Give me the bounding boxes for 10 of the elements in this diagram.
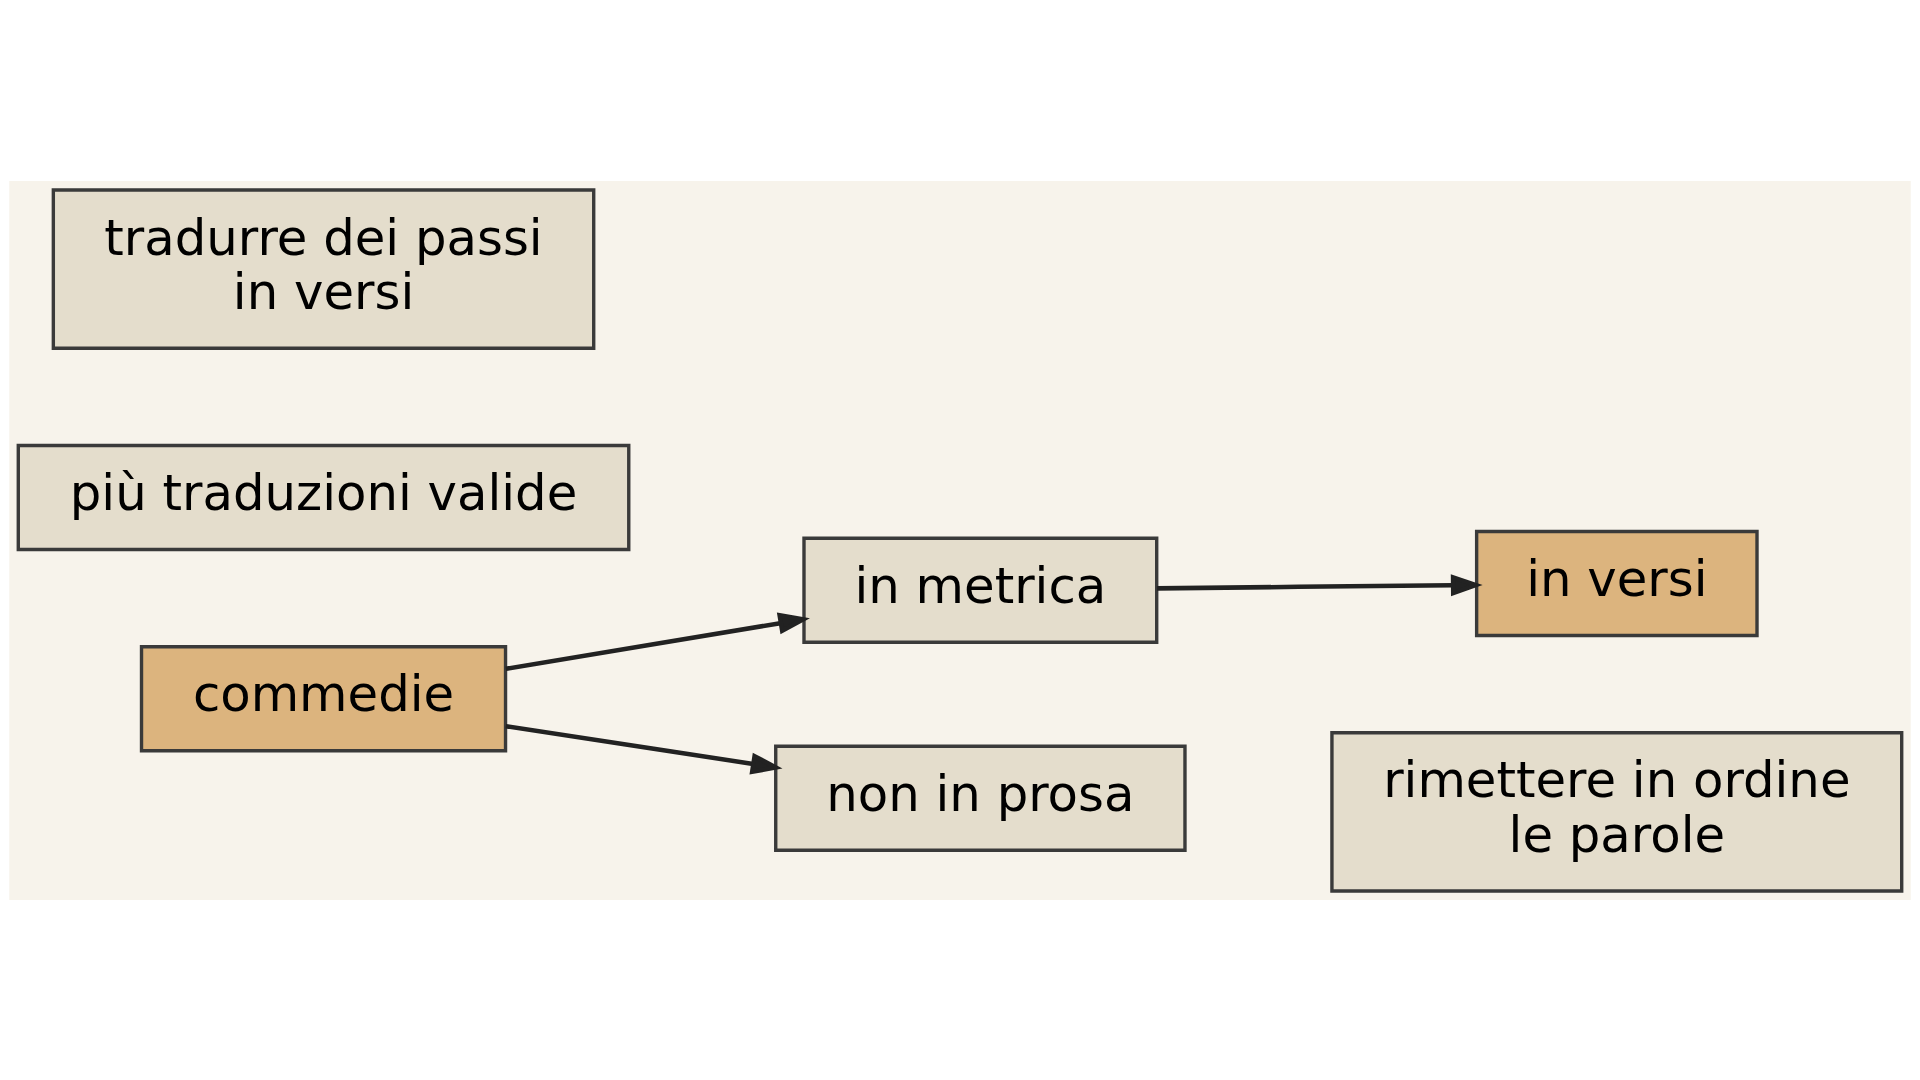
arrow [1156,573,1483,596]
node-box: in metrica [802,536,1159,644]
node-box: commedie [139,644,508,752]
node-box: tradurre dei passi in versi [51,187,596,350]
node-box: rimettere in ordine le parole [1330,730,1904,893]
arrow [505,723,783,775]
node-box: in versi [1474,529,1759,637]
arrow [505,611,810,671]
node-box: più traduzioni valide [16,443,631,551]
node-box: non in prosa [774,744,1187,852]
